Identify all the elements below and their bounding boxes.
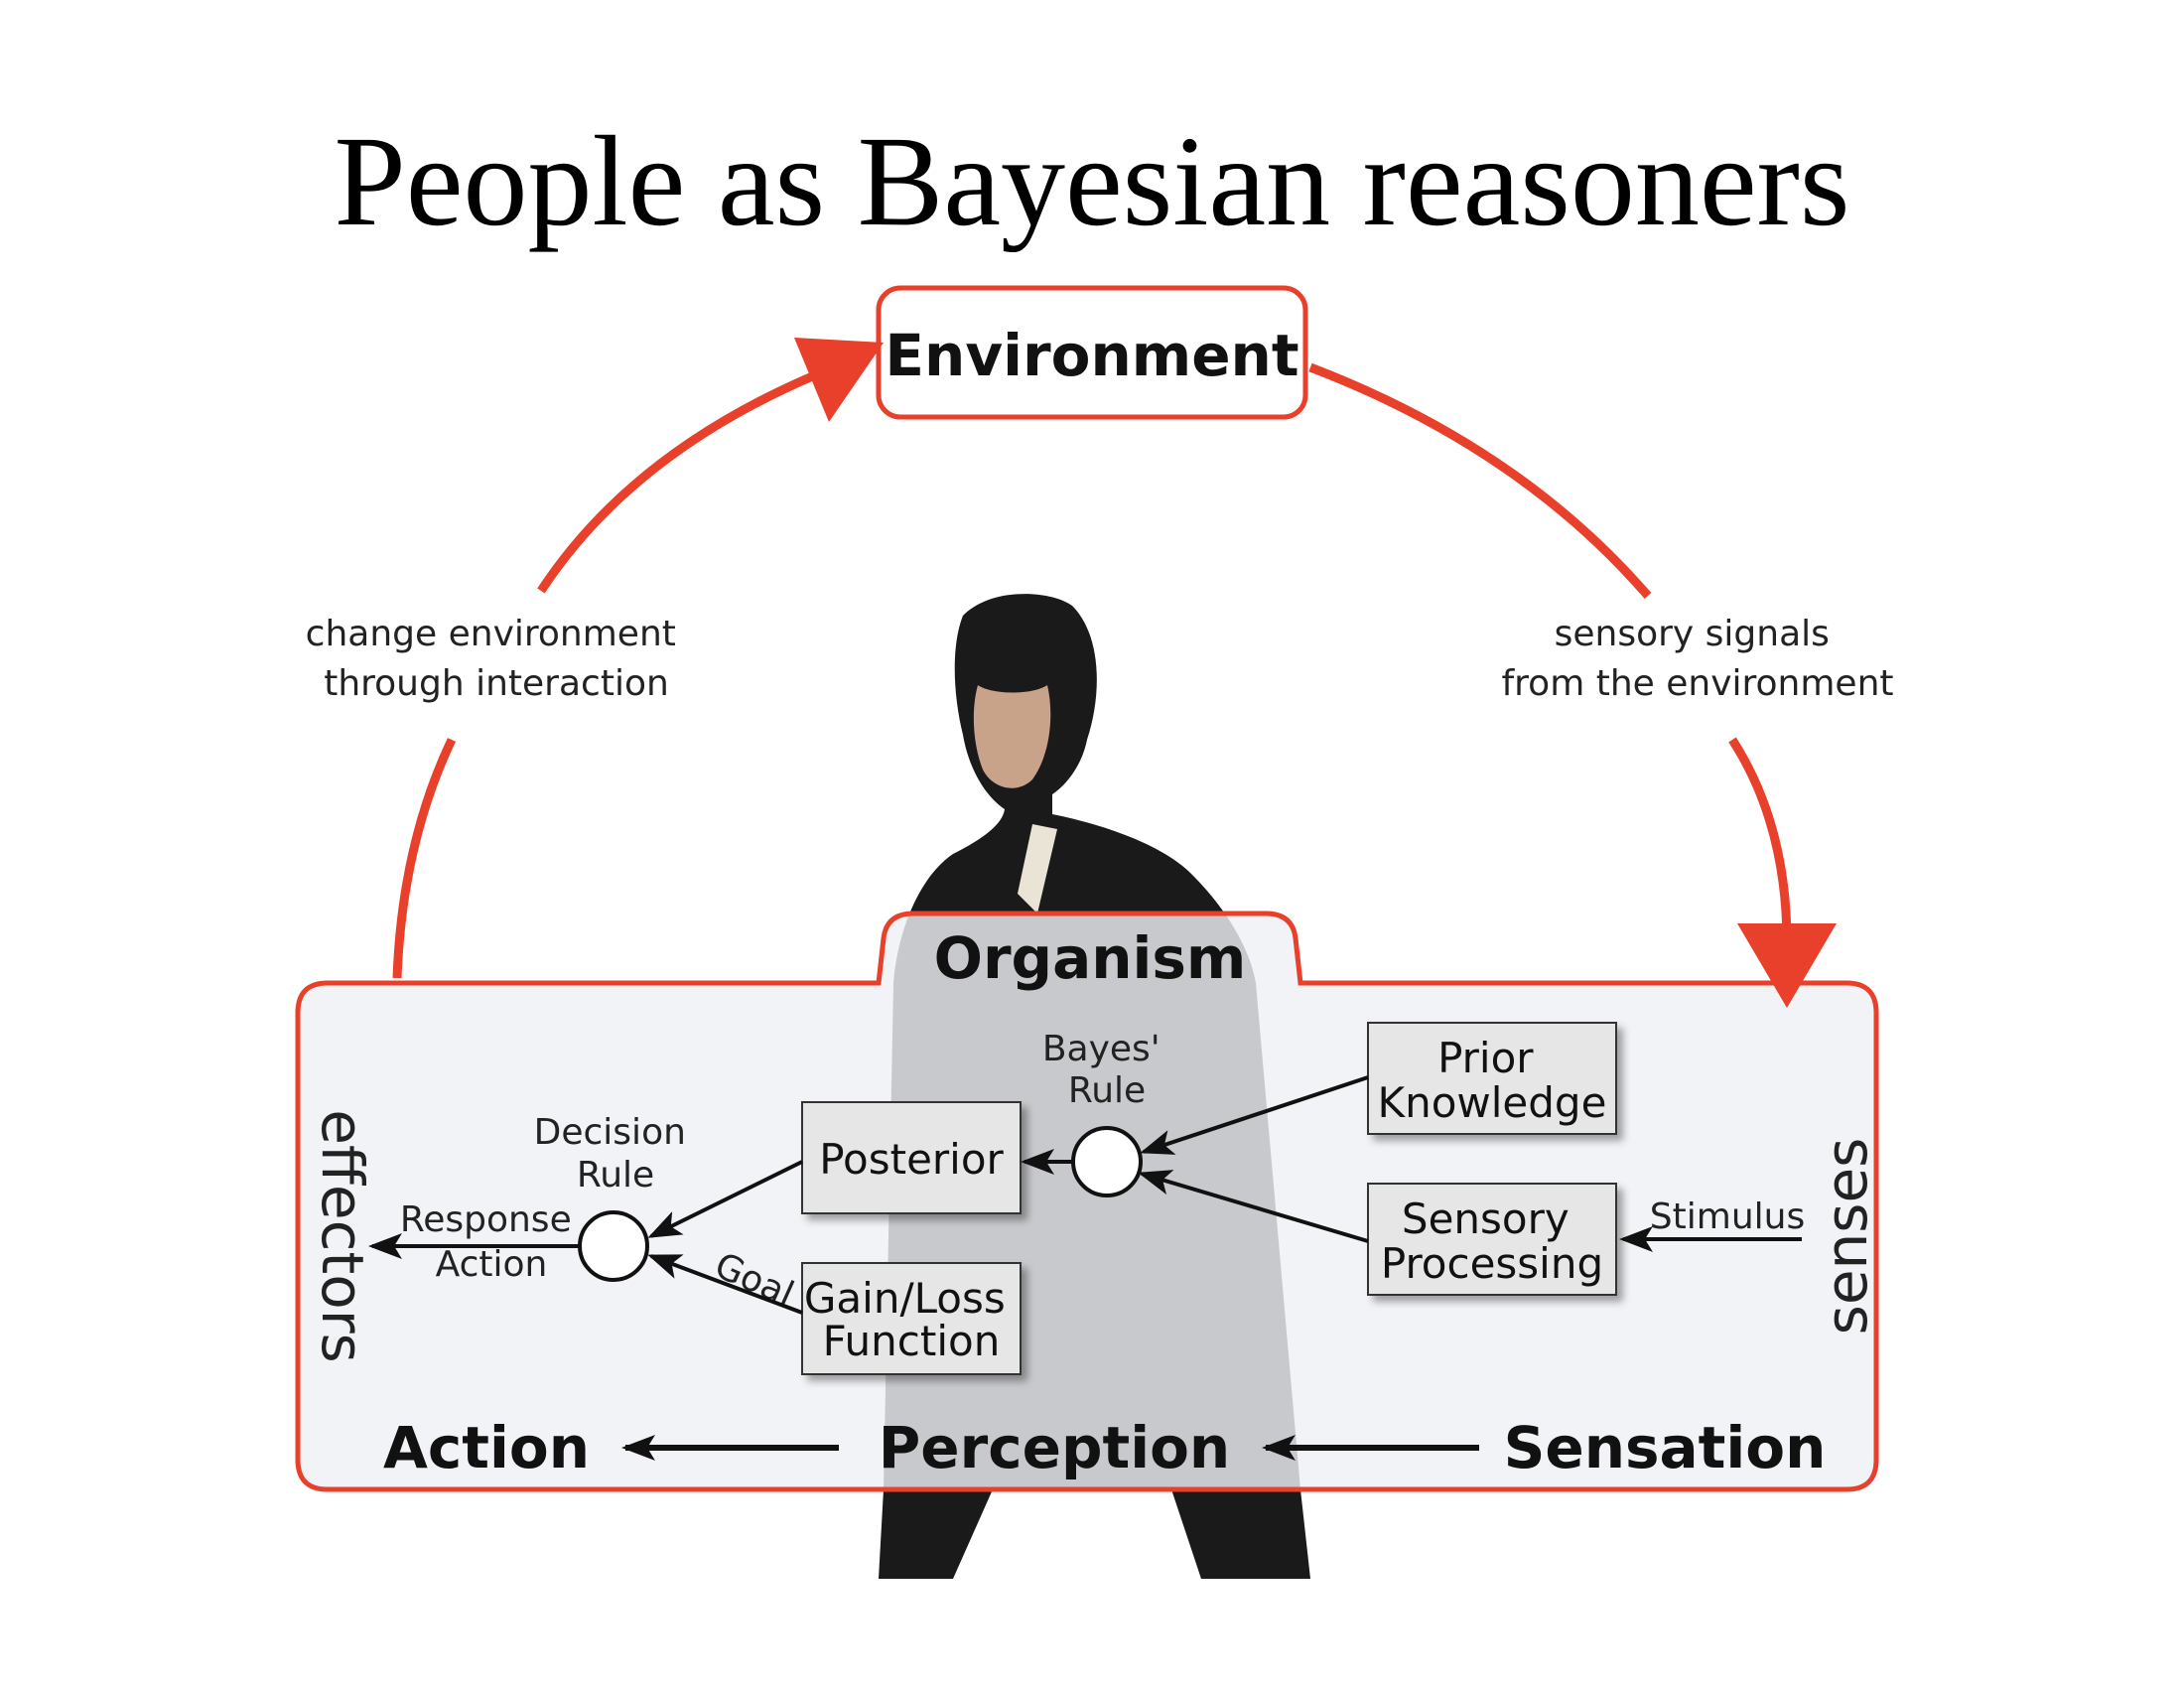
right-arc-top (1308, 362, 1652, 599)
senses-label: senses (1813, 1138, 1880, 1336)
arrow-sensory-to-bayes (1138, 1170, 1369, 1243)
stage-action: Action (383, 1414, 590, 1481)
slide-title: People as Bayesian reasoners (334, 110, 1850, 253)
decision-rule-label: Decision Rule (534, 1112, 698, 1196)
response-action-label: Response Action (400, 1199, 583, 1285)
right-arc-arrowhead (1737, 923, 1837, 1008)
left-arc-arrowhead (794, 338, 884, 422)
sensory-processing-box (1367, 1183, 1617, 1296)
left-arc-bottom (392, 738, 457, 979)
left-arc-label: change environment through interaction (306, 614, 688, 704)
stimulus-label: Stimulus (1650, 1196, 1805, 1237)
sensory-processing-text: Sensory Processing (1381, 1195, 1603, 1288)
right-arc-label: sensory signals from the environment (1501, 614, 1893, 704)
environment-label: Environment (885, 322, 1298, 389)
effectors-label: effectors (309, 1109, 376, 1363)
gain-loss-text: Gain/Loss Function (804, 1274, 1019, 1365)
gain-loss-box (801, 1262, 1022, 1375)
organism-label: Organism (934, 924, 1247, 992)
bayes-rule-label: Bayes' Rule (1042, 1029, 1171, 1111)
arrow-prior-to-bayes (1140, 1075, 1369, 1155)
stage-sensation: Sensation (1504, 1414, 1827, 1481)
posterior-text: Posterior (819, 1135, 1004, 1184)
right-arc-bottom (1728, 737, 1792, 944)
stage-perception: Perception (879, 1414, 1230, 1481)
prior-knowledge-text: Prior Knowledge (1378, 1034, 1607, 1127)
prior-knowledge-box (1367, 1022, 1617, 1135)
arrow-posterior-to-decision (647, 1160, 803, 1238)
bayes-rule-node (1071, 1126, 1143, 1197)
posterior-box (801, 1101, 1022, 1214)
arrow-gain-to-decision (647, 1254, 803, 1315)
left-arc-top (537, 362, 836, 594)
decision-rule-node (578, 1210, 649, 1282)
environment-box (876, 285, 1308, 420)
